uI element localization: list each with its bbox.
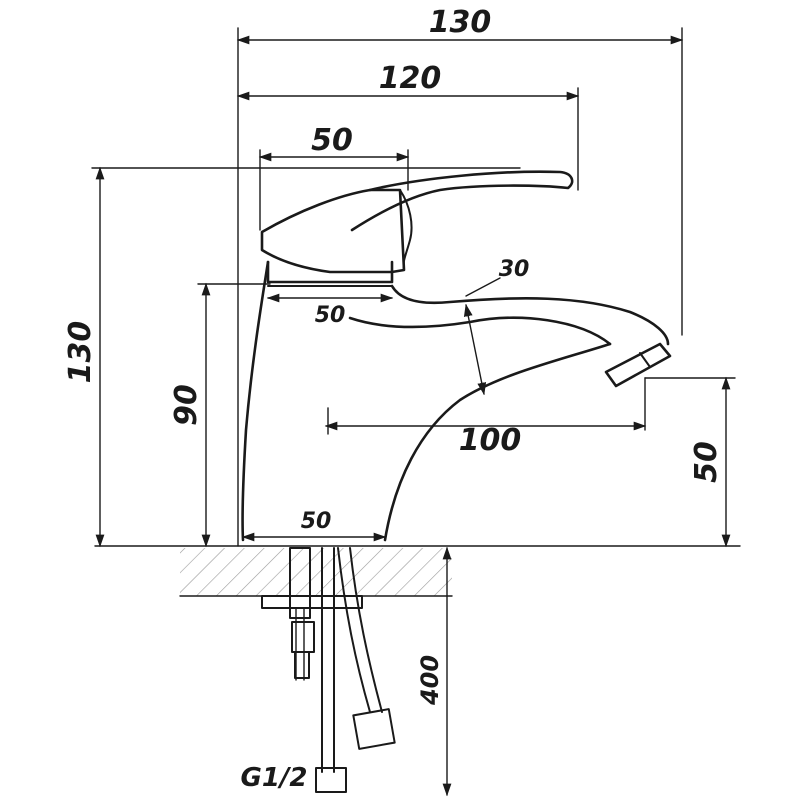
dimension-labels: 130 120 50 130 90 30 50 100 50 50 400 G1… (63, 5, 724, 793)
extension-lines (91, 27, 736, 547)
label-handle-width: 50 (311, 123, 353, 158)
label-spout-projection: 100 (459, 423, 522, 458)
label-spout-gap: 30 (499, 257, 530, 282)
dimension-lines (95, 35, 731, 797)
label-overall-width: 130 (429, 5, 492, 40)
label-hose-length: 400 (416, 655, 444, 706)
label-overall-height: 130 (63, 321, 98, 384)
label-body-width-top: 50 (315, 303, 346, 328)
label-connection: G1/2 (240, 763, 307, 793)
label-spout-reach-top: 120 (379, 61, 442, 96)
label-base-width: 50 (301, 509, 332, 534)
label-outlet-height: 50 (689, 441, 724, 483)
faucet-body (241, 170, 672, 542)
label-body-height: 90 (169, 384, 204, 426)
mounting-hardware (261, 547, 396, 793)
countertop (94, 545, 741, 597)
